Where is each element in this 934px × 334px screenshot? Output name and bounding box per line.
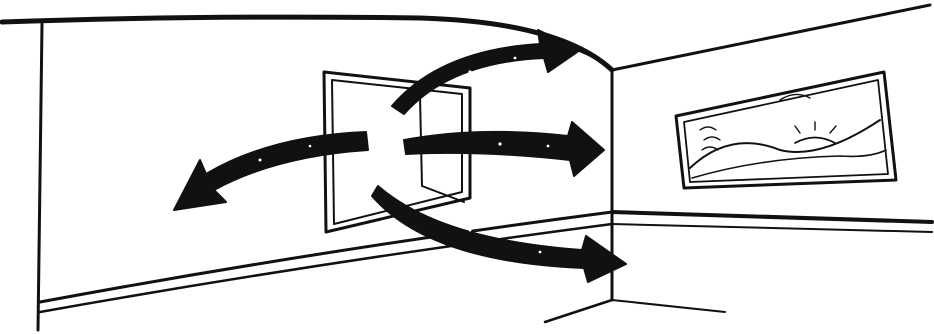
right-baseboard-upper <box>612 212 932 222</box>
picture-sun-ray-2 <box>795 126 800 133</box>
wall-picture <box>676 72 896 188</box>
arrow-down-right <box>372 186 626 282</box>
picture-bird-1 <box>700 127 716 130</box>
ceiling-line <box>2 17 612 70</box>
arrow-left <box>174 132 368 210</box>
right-baseboard-lower <box>612 224 932 232</box>
right-ceiling-line <box>612 5 930 70</box>
picture-sun <box>795 138 835 144</box>
wall-picture-inner-frame <box>684 80 888 182</box>
arrow-right <box>404 122 604 176</box>
picture-bird-2 <box>704 137 720 140</box>
arrows <box>174 30 626 282</box>
picture-hill-foreground <box>692 150 886 178</box>
left-baseboard-lower <box>40 224 612 312</box>
picture-sun-ray-3 <box>830 126 836 133</box>
floor-line-right <box>612 300 725 312</box>
picture-hill-left <box>690 120 880 168</box>
left-wall-edge <box>38 24 42 330</box>
floor-corner-line <box>545 300 612 322</box>
room-lines <box>2 5 932 330</box>
